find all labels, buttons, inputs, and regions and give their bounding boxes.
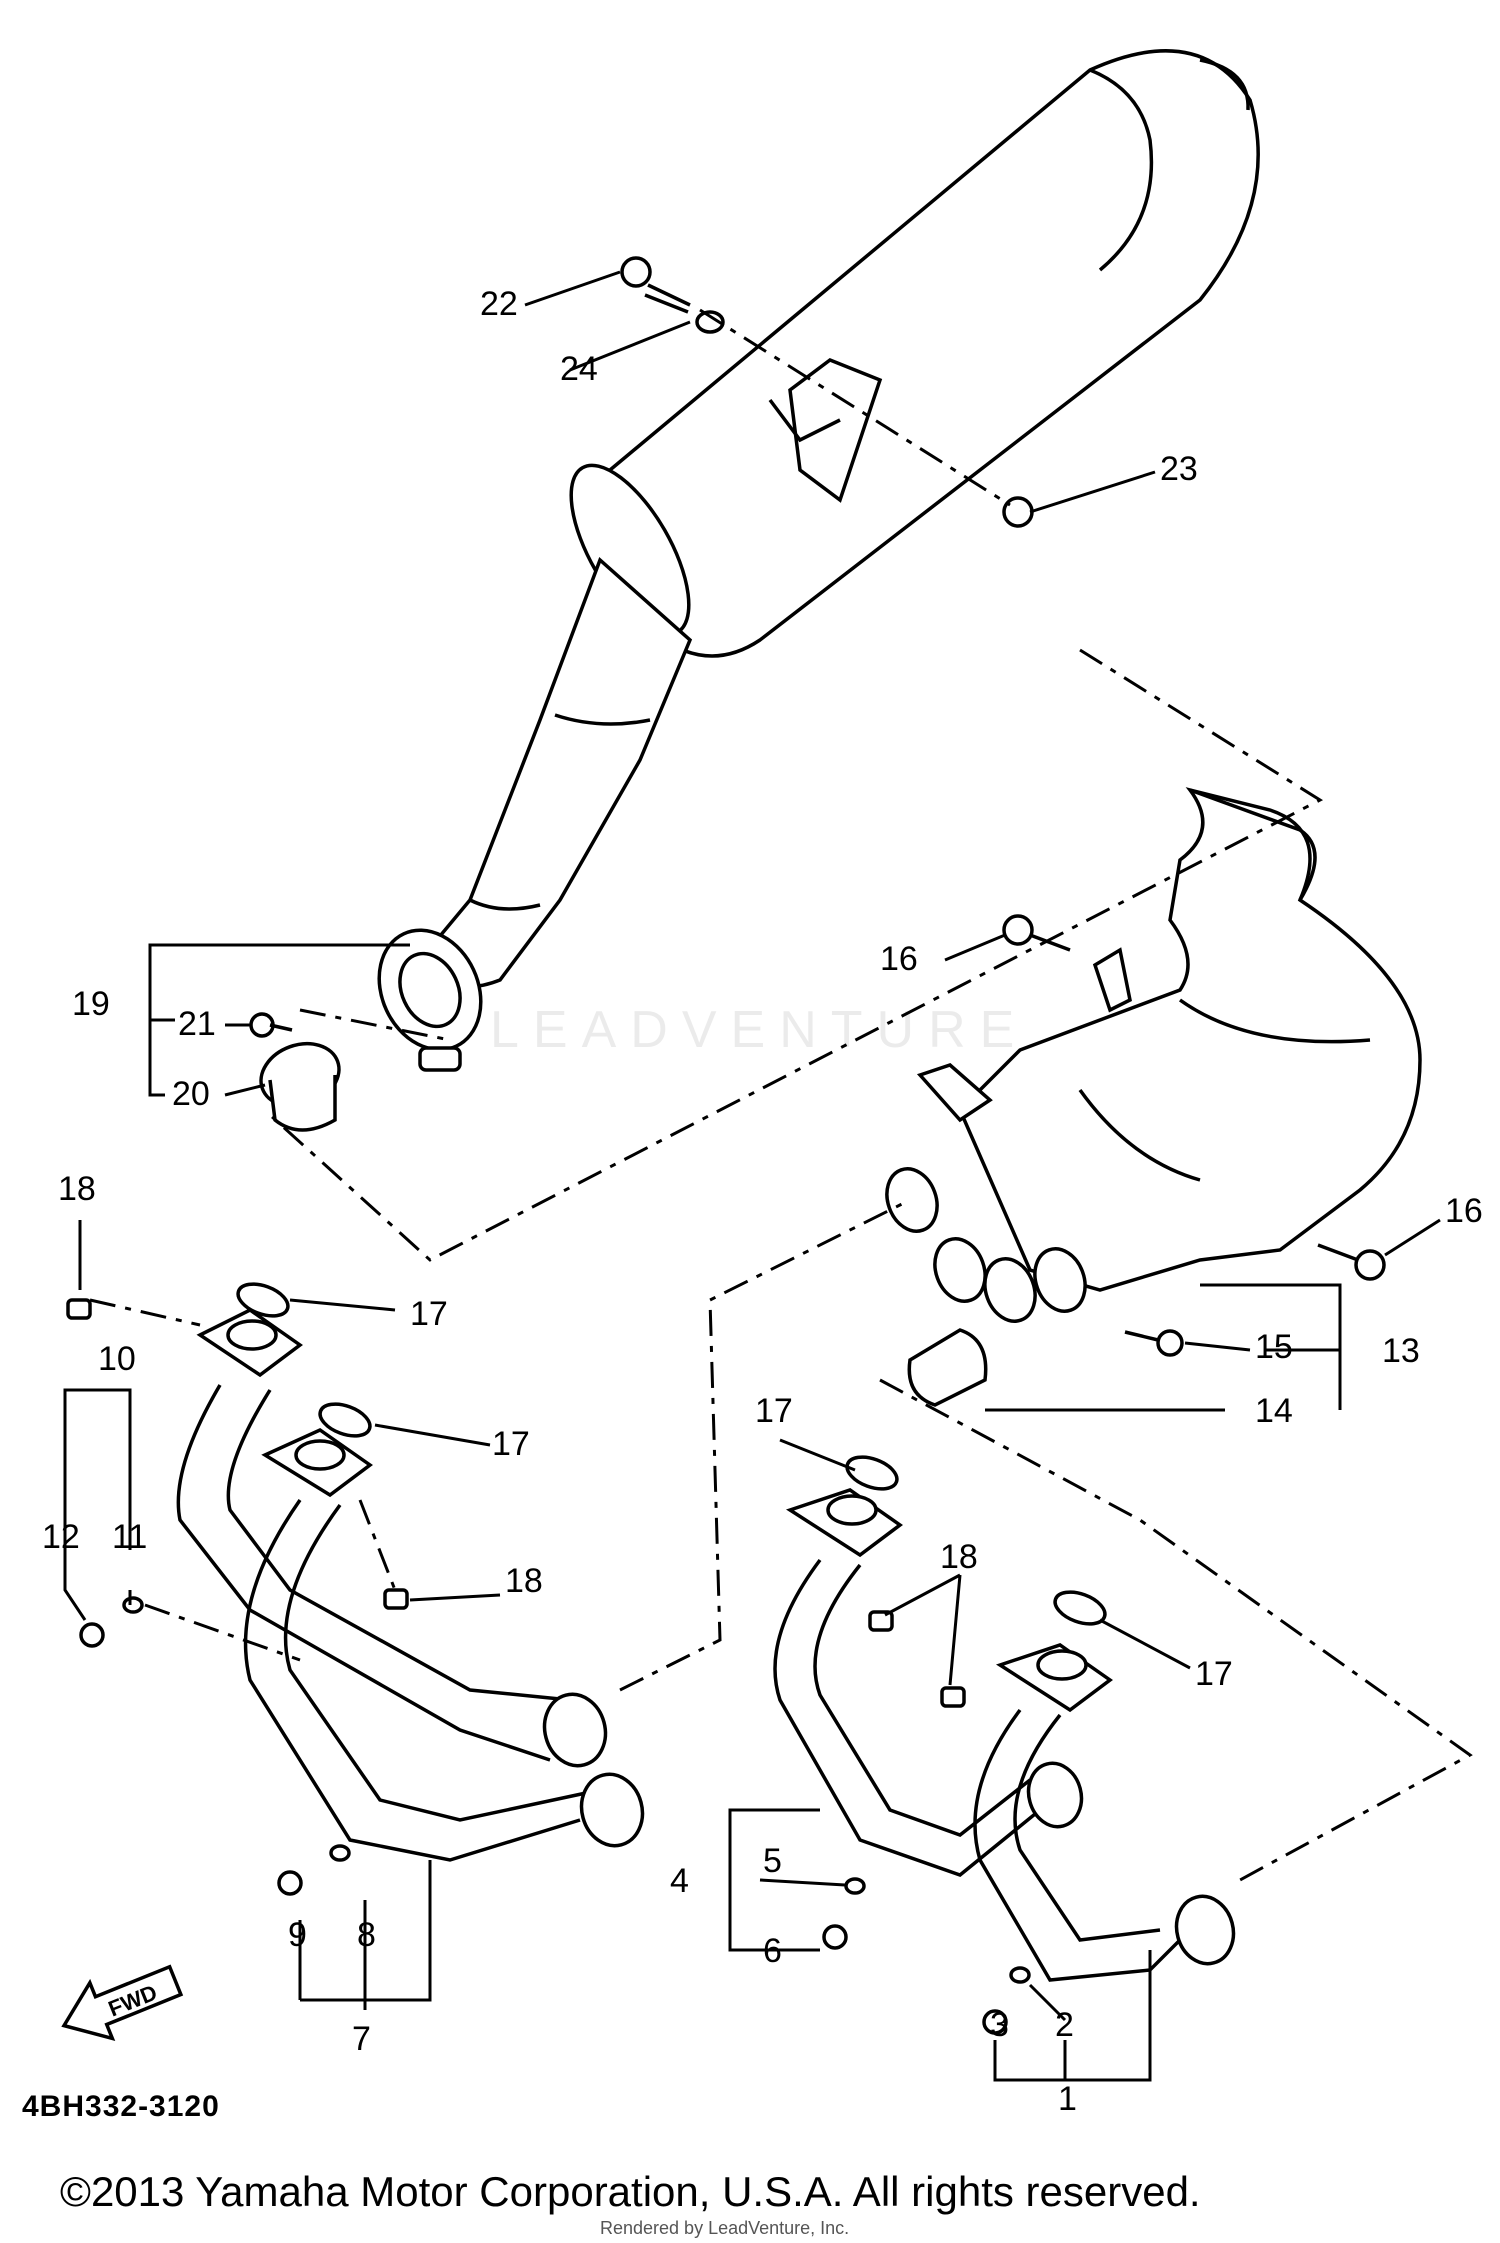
callout-labels: 1 2 3 4 5 6 7 8 9 10 11 12 13 14 15 16 1… <box>42 285 1483 2118</box>
assembly-lines <box>89 308 1473 1882</box>
exhaust-pipes-right <box>773 1455 1236 2035</box>
callout-17-d: 17 <box>1195 1655 1233 1693</box>
watermark: LEADVENTURE <box>490 1001 1029 1059</box>
callout-21: 21 <box>178 1005 216 1043</box>
callout-24: 24 <box>560 350 598 388</box>
callout-18-a: 18 <box>58 1170 96 1208</box>
callout-2: 2 <box>1055 2006 1074 2044</box>
muffler-assembly <box>249 49 1260 1132</box>
callout-17-c: 17 <box>755 1392 793 1430</box>
fwd-arrow: FWD <box>61 1964 184 2042</box>
callout-13: 13 <box>1382 1332 1420 1370</box>
callout-14: 14 <box>1255 1392 1293 1430</box>
callout-6: 6 <box>763 1932 782 1970</box>
callout-8: 8 <box>357 1916 376 1954</box>
bolt-22-icon <box>620 256 652 288</box>
washer-24-icon <box>695 310 725 334</box>
callout-7: 7 <box>352 2020 371 2058</box>
callout-17-b: 17 <box>492 1425 530 1463</box>
callout-23: 23 <box>1160 450 1198 488</box>
copyright-notice: ©2013 Yamaha Motor Corporation, U.S.A. A… <box>60 2168 1201 2215</box>
callout-9: 9 <box>288 1916 307 1954</box>
rendered-by: Rendered by LeadVenture, Inc. <box>600 2218 850 2238</box>
callout-12: 12 <box>42 1518 80 1556</box>
callout-18-c: 18 <box>940 1538 978 1576</box>
callout-11: 11 <box>112 1518 147 1556</box>
callout-16-top: 16 <box>880 940 918 978</box>
callout-22: 22 <box>480 285 518 323</box>
part-code: 4BH332-3120 <box>22 2090 220 2123</box>
callout-16-right: 16 <box>1445 1192 1483 1230</box>
nut-23-icon <box>1002 496 1034 528</box>
callout-5: 5 <box>763 1842 782 1880</box>
callout-19: 19 <box>72 985 110 1023</box>
callout-20: 20 <box>172 1075 210 1113</box>
collector-chamber <box>885 787 1422 1407</box>
callout-15: 15 <box>1255 1328 1293 1366</box>
callout-1: 1 <box>1058 2080 1077 2118</box>
exhaust-pipes-left <box>66 1282 645 1896</box>
leader-lines <box>63 270 1441 2082</box>
callout-3: 3 <box>990 2006 1009 2044</box>
callout-10: 10 <box>98 1340 136 1378</box>
callout-17-a: 17 <box>410 1295 448 1333</box>
callout-4: 4 <box>670 1862 689 1900</box>
callout-18-b: 18 <box>505 1562 543 1600</box>
